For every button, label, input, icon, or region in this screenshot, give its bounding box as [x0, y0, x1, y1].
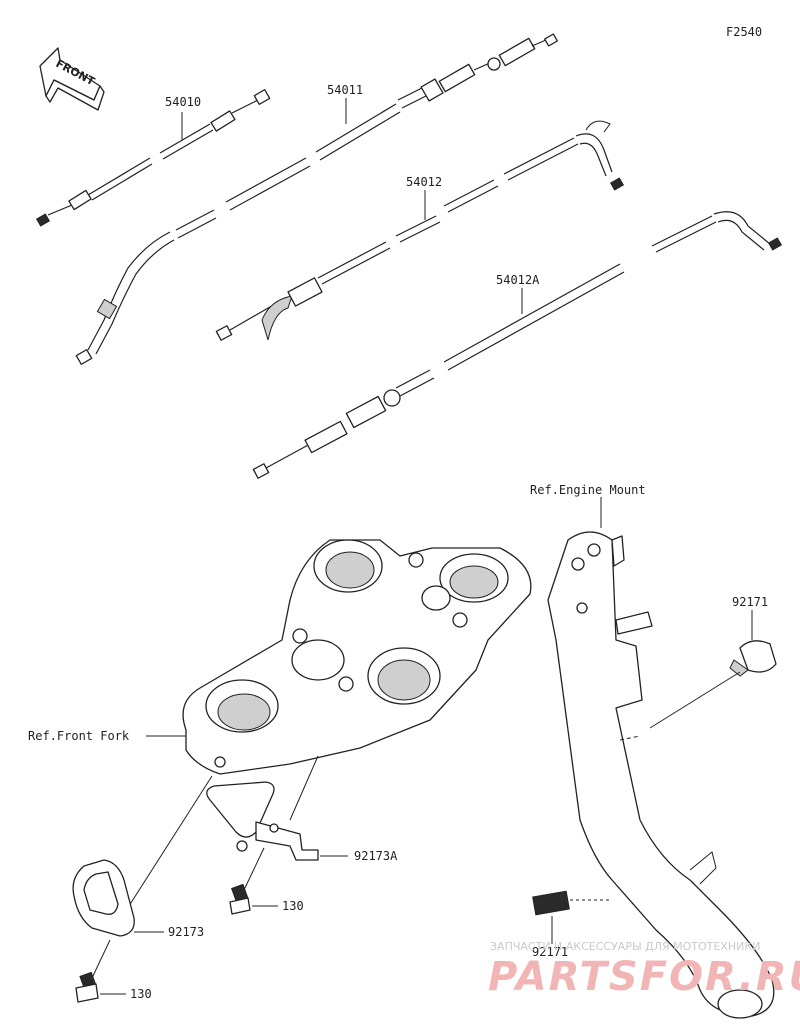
- label-92171-lower: 92171: [532, 945, 568, 959]
- front-fork-triple-clamp: [146, 539, 532, 775]
- cable-54012: [215, 120, 625, 341]
- clamp-92171-upper: [649, 610, 777, 729]
- figure-code: F2540: [726, 25, 762, 39]
- engine-mount-bracket: [547, 497, 775, 1019]
- guide-92173a: [206, 755, 348, 861]
- label-54010: 54010: [165, 95, 201, 109]
- cable-54011: [75, 33, 558, 365]
- label-54012: 54012: [406, 175, 442, 189]
- guide-92173: [72, 775, 213, 937]
- clamp-92171-lower: [532, 890, 612, 944]
- ref-front-fork: Ref.Front Fork: [28, 729, 130, 743]
- bolt-130-upper: [229, 847, 278, 915]
- watermark-logo: PARTSFOR.RU: [488, 954, 800, 1000]
- label-130-upper: 130: [282, 899, 304, 913]
- cable-54010: [35, 89, 271, 227]
- label-54011: 54011: [327, 83, 363, 97]
- cable-54012a: [252, 211, 783, 479]
- label-130-lower: 130: [130, 987, 152, 1001]
- label-92173: 92173: [168, 925, 204, 939]
- front-arrow-icon: FRONT: [39, 47, 105, 111]
- label-92171-upper: 92171: [732, 595, 768, 609]
- label-92173a: 92173A: [354, 849, 398, 863]
- label-54012a: 54012A: [496, 273, 540, 287]
- ref-engine-mount: Ref.Engine Mount: [530, 483, 646, 497]
- bolt-130-lower: [75, 939, 126, 1003]
- watermark-tagline: ЗАПЧАСТИ И АКСЕССУАРЫ ДЛЯ МОТОТЕХНИКИ: [490, 940, 760, 953]
